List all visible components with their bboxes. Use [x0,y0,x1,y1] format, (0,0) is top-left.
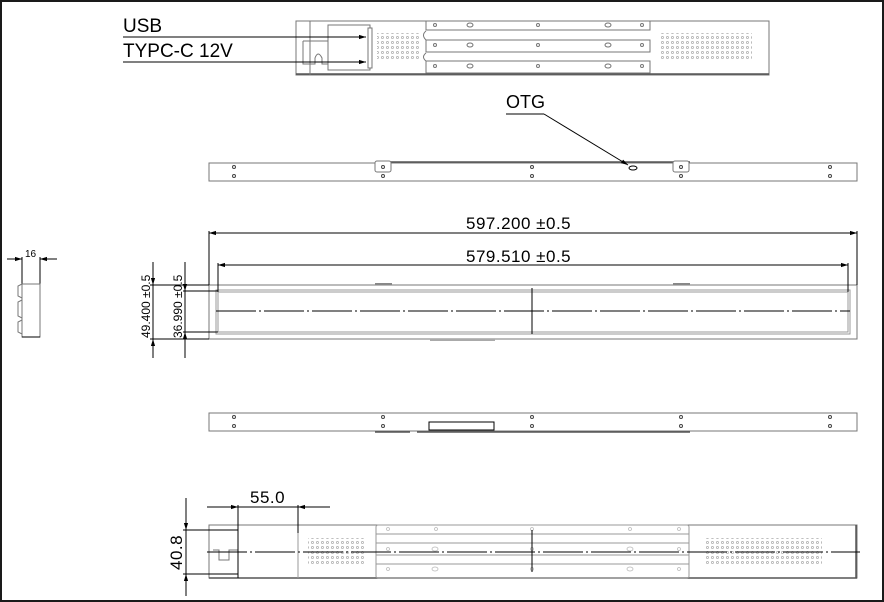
rear-view: 55.0 40.8 [167,488,860,596]
overall-length-dimension: 597.200 ±0.5 [466,214,571,233]
front-view: 597.200 ±0.5 579.510 ±0.5 49.400 ±0.5 36… [139,214,858,358]
inner-height-dimension: 36.990 ±0.5 [171,274,185,338]
overall-height-dimension: 49.400 ±0.5 [139,274,153,338]
top-port-view: USB TYPC-C 12V [123,16,770,76]
top-edge-view: OTG [208,92,858,182]
otg-label: OTG [506,92,545,112]
inner-length-dimension: 579.510 ±0.5 [466,247,571,266]
depth-dimension: 16 [25,249,37,260]
side-view: 16 [7,249,57,338]
bottom-port-cutout [428,421,495,431]
usb-label: USB [123,16,162,37]
bottom-edge-view [208,412,858,433]
otg-port [628,165,638,171]
typec-label: TYPC-C 12V [123,41,233,62]
rail-assembly [423,20,651,74]
port-offset-dimension: 55.0 [250,488,285,507]
back-height-dimension: 40.8 [167,535,186,570]
otg-leader-line [543,113,629,166]
